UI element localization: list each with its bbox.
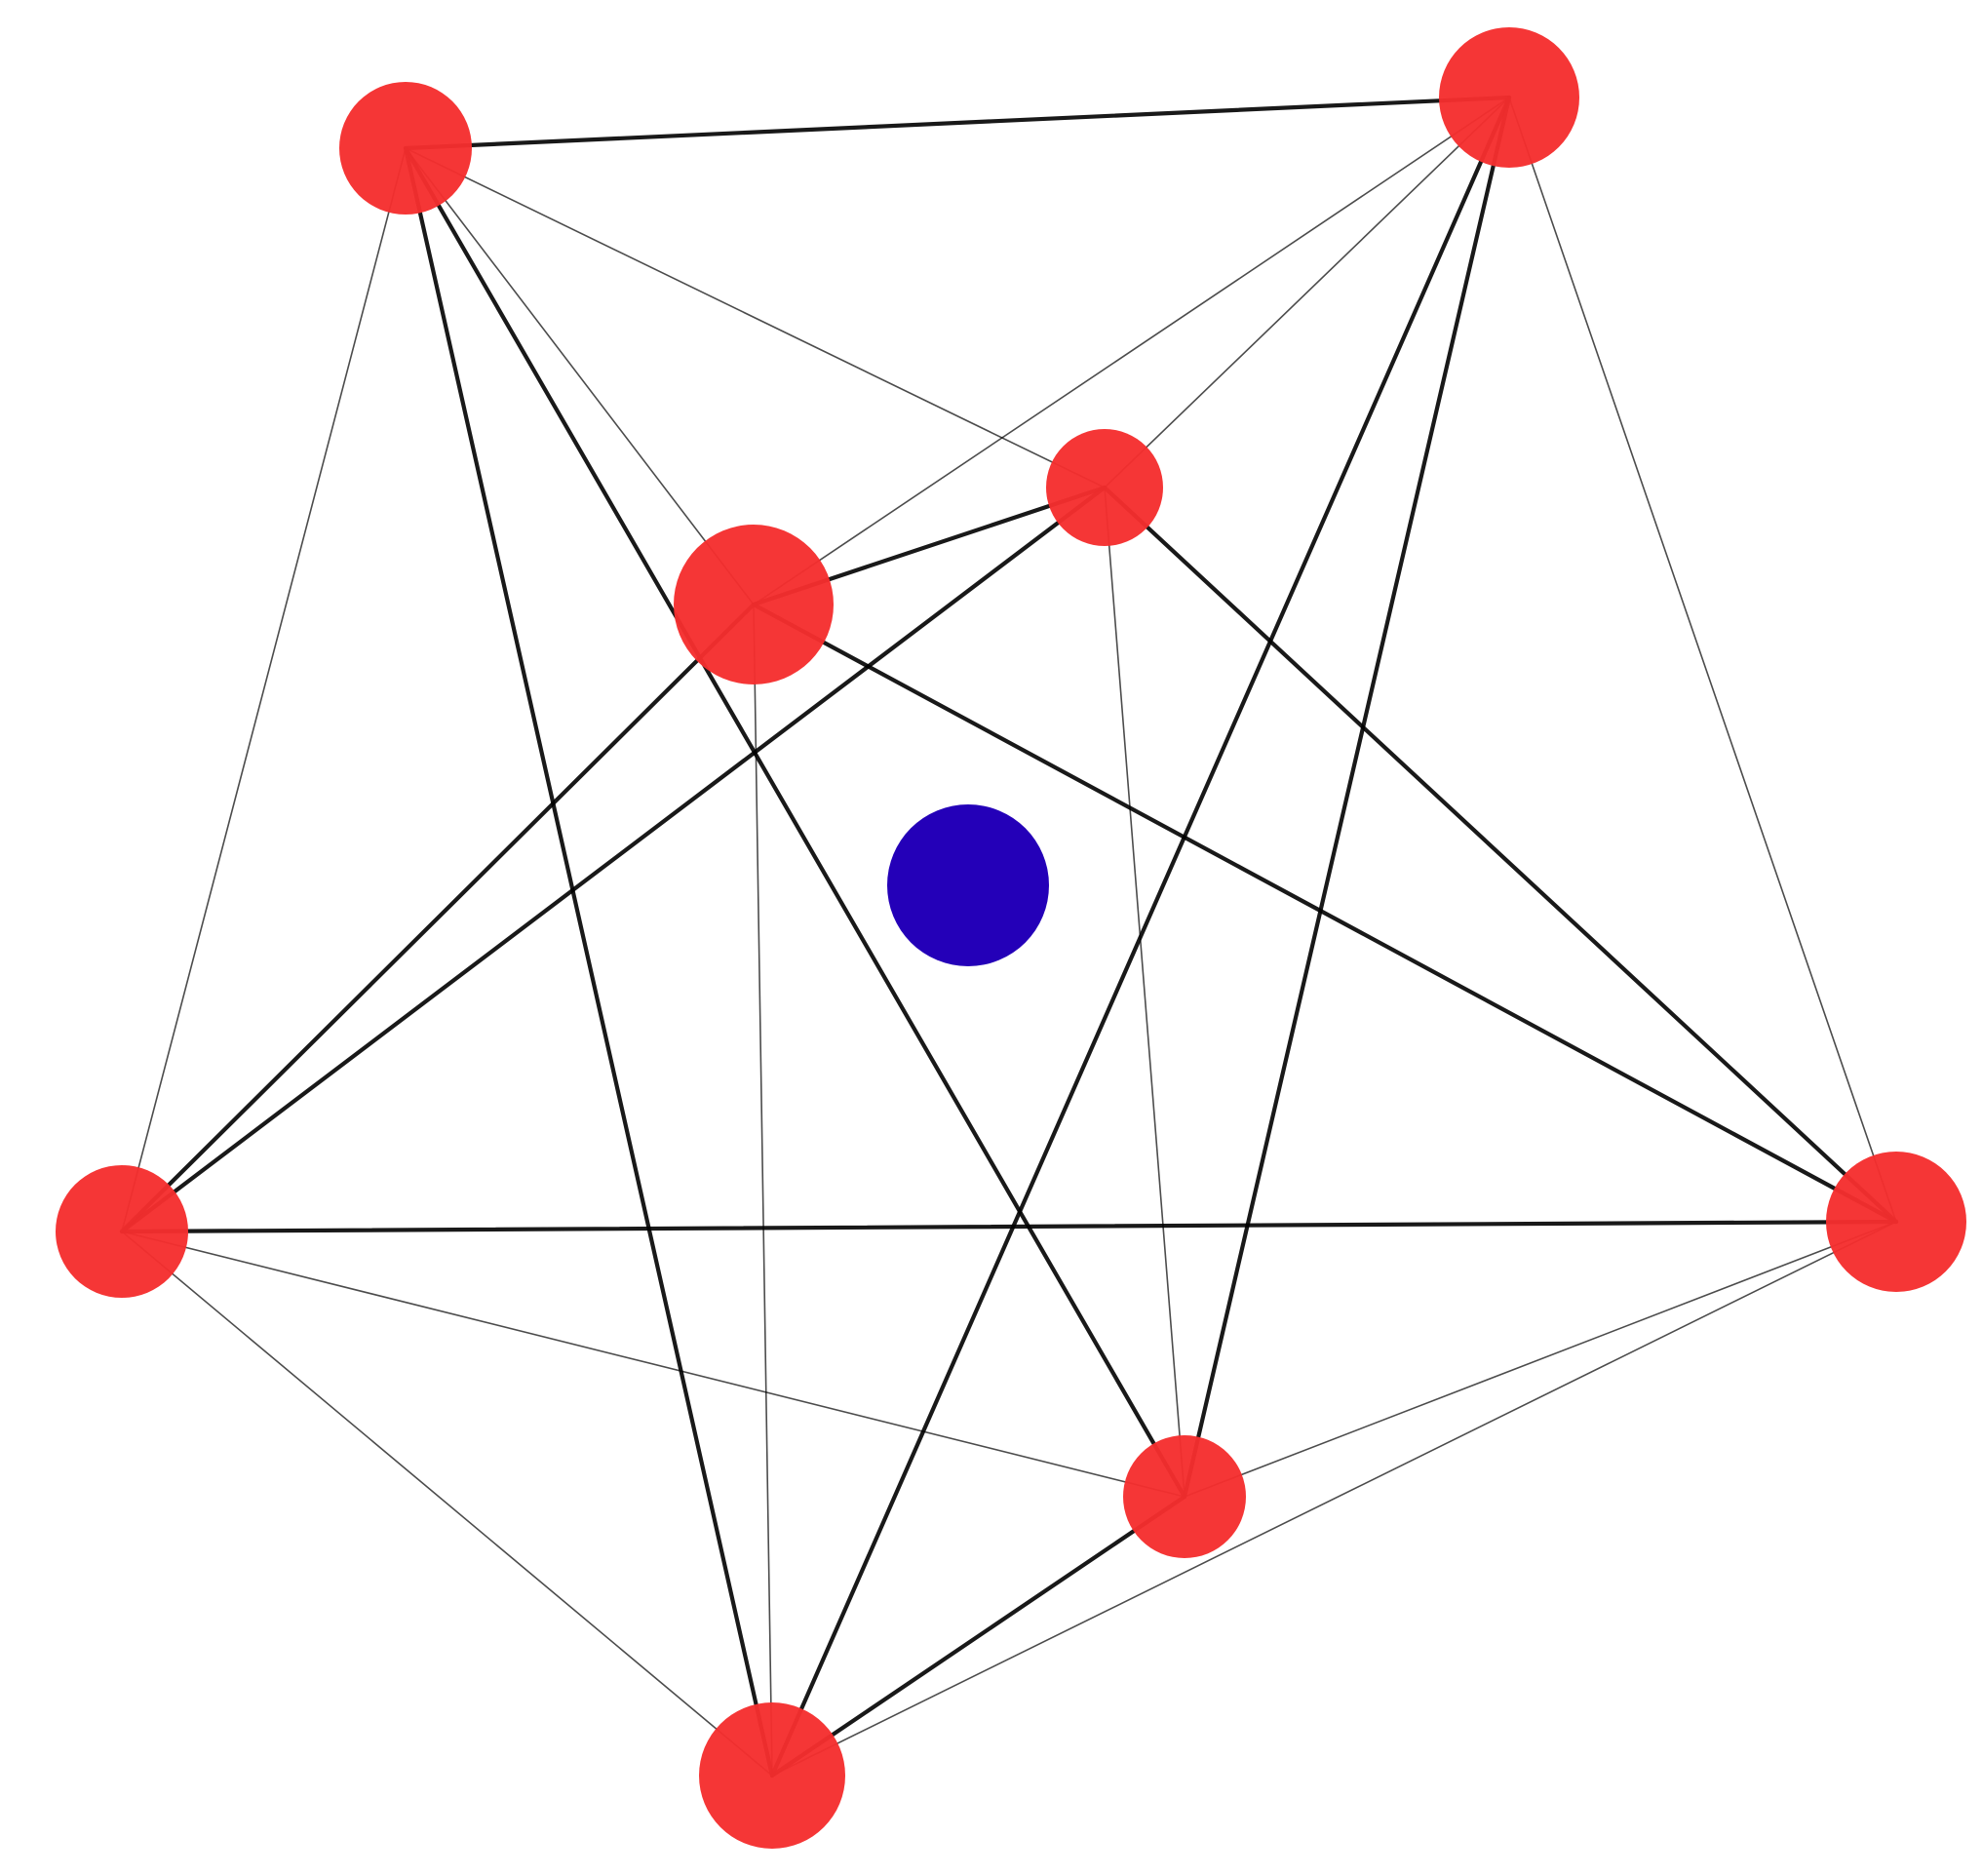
edge-n5-n6 [119,1219,1899,1234]
edge-n1-n2 [403,95,1512,151]
node-n4 [674,525,834,684]
edge-n3-n5 [119,485,1108,1234]
edge-n7-n8 [769,1494,1187,1778]
edge-n5-n8 [121,1231,773,1777]
node-n1 [339,82,472,215]
node-n6 [1826,1152,1966,1292]
node-n3 [1046,429,1163,546]
nodes-layer [56,27,1966,1849]
edge-n6-n8 [771,1221,1897,1777]
edge-n4-n5 [119,602,757,1234]
edge-n1-n4 [405,147,755,606]
edge-n2-n3 [1104,97,1510,489]
node-n7 [1123,1435,1246,1558]
edge-n7-n6 [1184,1221,1897,1498]
edges-layer [119,95,1899,1778]
node-n2 [1439,27,1579,168]
edge-n1-n5 [121,147,407,1232]
edge-n3-n7 [1104,487,1185,1498]
center-node-center [887,804,1049,966]
node-n5 [56,1165,188,1298]
edge-n2-n7 [1182,95,1512,1500]
edge-n2-n4 [753,97,1510,606]
edge-n1-n8 [403,145,775,1778]
edge-n5-n7 [121,1231,1185,1498]
edge-n1-n3 [405,147,1106,489]
edge-n4-n6 [751,602,1899,1225]
node-n8 [699,1702,845,1849]
edge-n1-n7 [403,145,1187,1500]
edge-n3-n6 [1102,485,1899,1225]
edge-n2-n6 [1508,97,1897,1223]
edge-n4-n8 [753,604,773,1777]
